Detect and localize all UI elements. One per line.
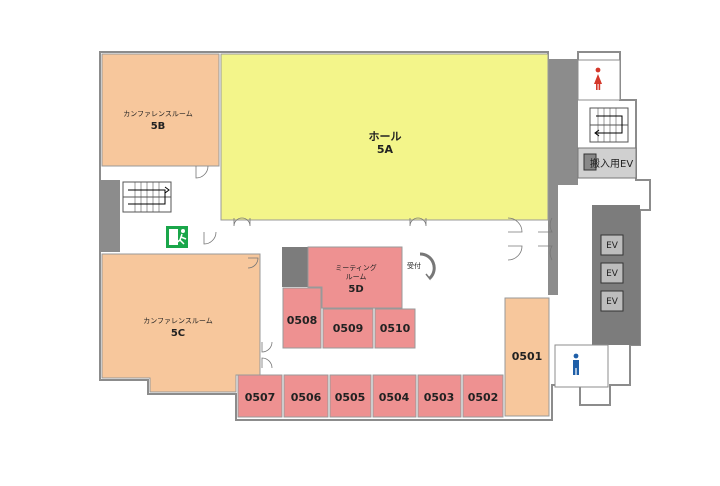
meeting-room-5d-code: 5D xyxy=(348,284,363,295)
conference-room-5b[interactable] xyxy=(101,53,220,167)
room-0506[interactable] xyxy=(283,374,329,418)
room-0505[interactable] xyxy=(329,374,372,418)
reception-label: 受付 xyxy=(407,261,421,270)
room-0507[interactable] xyxy=(237,374,283,418)
emergency-exit-icon xyxy=(166,226,188,248)
left-stairs-icon xyxy=(122,181,172,213)
right-core-lower xyxy=(548,185,558,295)
room-0507-label: 0507 xyxy=(245,391,276,404)
elevator-3[interactable] xyxy=(600,290,624,312)
room-0501[interactable] xyxy=(504,297,550,417)
right-service-core xyxy=(548,60,578,185)
room-0503-label: 0503 xyxy=(424,391,455,404)
male-restroom-icon xyxy=(573,353,579,375)
room-0502-label: 0502 xyxy=(468,391,499,404)
hall-5a-name: ホール xyxy=(369,130,402,143)
restroom-area-bottom xyxy=(554,344,609,388)
room-0504[interactable] xyxy=(372,374,417,418)
elevator-2-label: EV xyxy=(606,269,619,279)
room-0509-label: 0509 xyxy=(333,322,364,335)
room-0508-label: 0508 xyxy=(287,314,318,327)
freight-elevator-label: 搬入用EV xyxy=(590,157,633,170)
conference-room-5b-code: 5B xyxy=(151,121,166,132)
elevator-1[interactable] xyxy=(600,234,624,256)
right-stairs-icon xyxy=(589,107,629,143)
room-0510-label: 0510 xyxy=(380,322,411,335)
room-0509[interactable] xyxy=(322,308,374,349)
elevator-1-label: EV xyxy=(606,241,619,251)
conference-room-5c-code: 5C xyxy=(171,328,185,339)
hall-5a[interactable] xyxy=(220,53,549,221)
elevator-2[interactable] xyxy=(600,262,624,284)
room-0505-label: 0505 xyxy=(335,391,366,404)
female-restroom-icon xyxy=(594,67,602,90)
conference-room-5c[interactable] xyxy=(101,253,261,393)
conference-room-5c-name: カンファレンスルーム xyxy=(143,317,212,325)
room-0510[interactable] xyxy=(374,308,416,349)
left-stair-core xyxy=(100,180,120,252)
meeting-room-5d-name-line2: ルーム xyxy=(346,273,367,281)
room-0508[interactable] xyxy=(282,287,322,349)
elevator-3-label: EV xyxy=(606,297,619,307)
room-0506-label: 0506 xyxy=(291,391,322,404)
room-0501-label: 0501 xyxy=(512,350,543,363)
conference-room-5b-name: カンファレンスルーム xyxy=(123,110,192,118)
room-0504-label: 0504 xyxy=(379,391,410,404)
hall-5a-code: 5A xyxy=(377,143,394,156)
meeting-service-block xyxy=(282,247,308,287)
meeting-room-5d-name-line1: ミーティング xyxy=(335,263,377,272)
room-0502[interactable] xyxy=(462,374,504,418)
room-0503[interactable] xyxy=(417,374,462,418)
door-swings xyxy=(195,165,553,369)
meeting-room-5d[interactable] xyxy=(307,246,403,309)
freight-elevator-car-icon xyxy=(583,153,597,171)
